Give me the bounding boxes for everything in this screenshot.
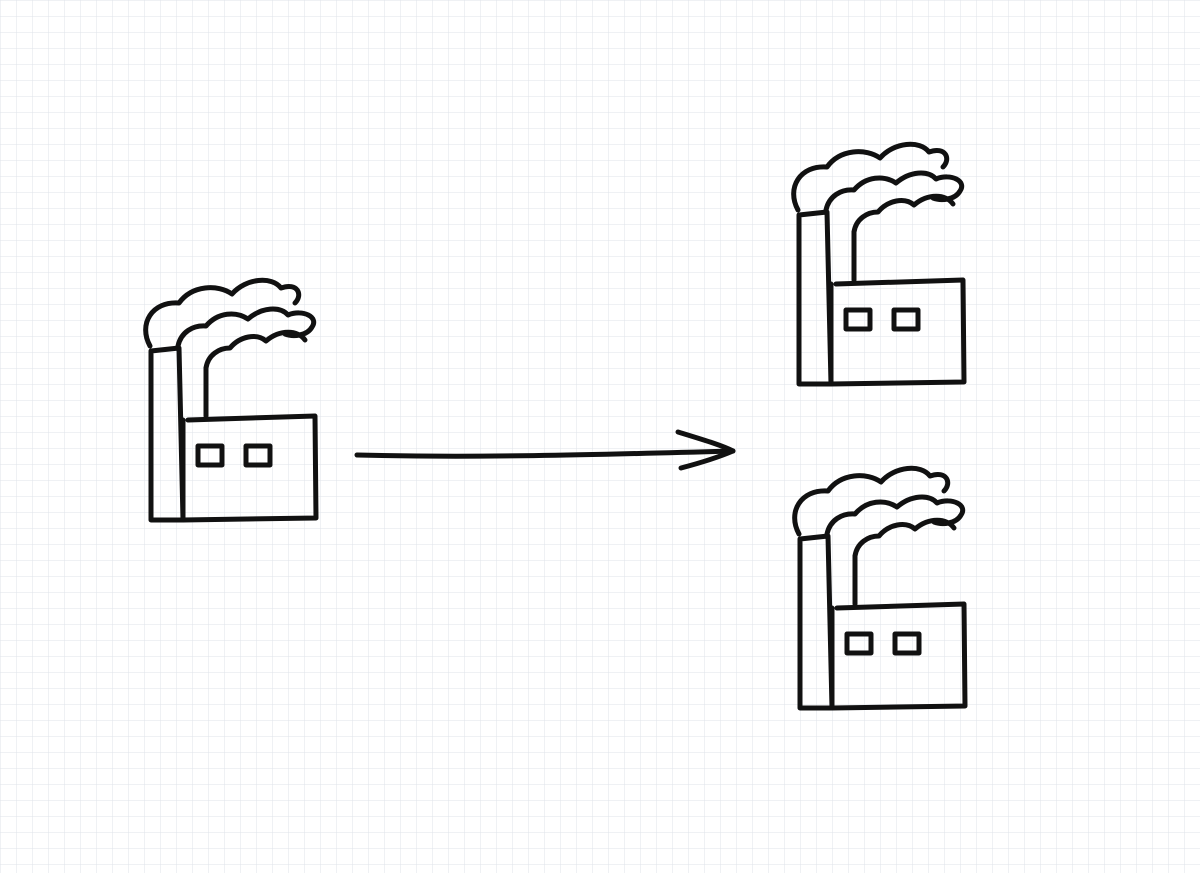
factory-icon <box>794 144 964 384</box>
arrow-right-icon <box>354 429 736 471</box>
factory-icon <box>795 468 965 708</box>
factory-icon <box>146 280 316 520</box>
